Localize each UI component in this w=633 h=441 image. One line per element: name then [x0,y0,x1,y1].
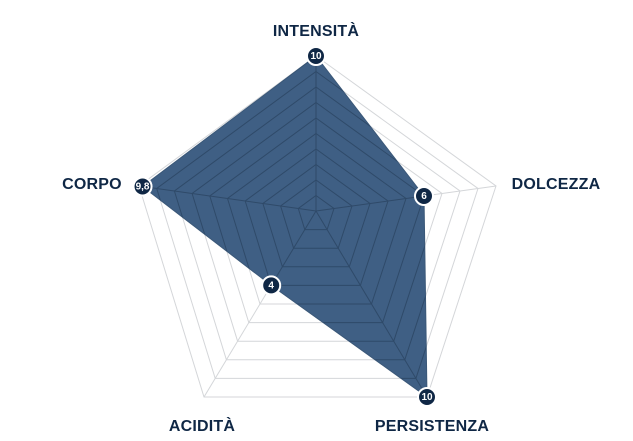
inner-grid-ring [297,194,335,231]
value-label: 4 [268,281,274,292]
value-marker-acidita: 4 [261,275,282,296]
value-marker-dolcezza: 6 [414,186,434,206]
value-label: 9,8 [136,182,150,193]
inner-grid-spoke-corpo [142,185,317,212]
value-marker-dot [261,275,282,296]
value-label: 10 [310,51,322,62]
value-marker-dot [132,176,153,197]
inner-grid-spoke-persistenza [315,210,428,397]
value-marker-dot [414,186,434,206]
value-marker-persistenza: 10 [417,387,437,407]
value-label: 6 [421,191,427,202]
value-marker-corpo: 9,8 [132,176,153,197]
value-marker-intensita: 10 [306,46,326,66]
inner-grid-ring [226,132,407,305]
inner-grid-ring [262,163,371,268]
inner-grid-ring [244,148,389,286]
value-markers: 10 6 10 4 9,8 [132,46,437,407]
axis-label-acidita: ACIDITÀ [169,416,236,435]
data-area [141,55,428,398]
value-marker-dot [417,387,437,407]
inner-grid-spoke-dolcezza [315,185,428,212]
grid-ring [138,55,497,398]
inner-grid-ring [280,179,353,249]
axis-label-corpo: CORPO [62,176,122,193]
axis-labels: INTENSITÀ DOLCEZZA PERSISTENZA ACIDITÀ C… [62,21,600,435]
radar-data-layer [141,55,428,398]
axis-label-intensita: INTENSITÀ [273,21,359,40]
value-label: 10 [421,392,433,403]
value-marker-dot [306,46,326,66]
axis-label-persistenza: PERSISTENZA [375,418,489,435]
axis-label-dolcezza: DOLCEZZA [512,176,601,193]
